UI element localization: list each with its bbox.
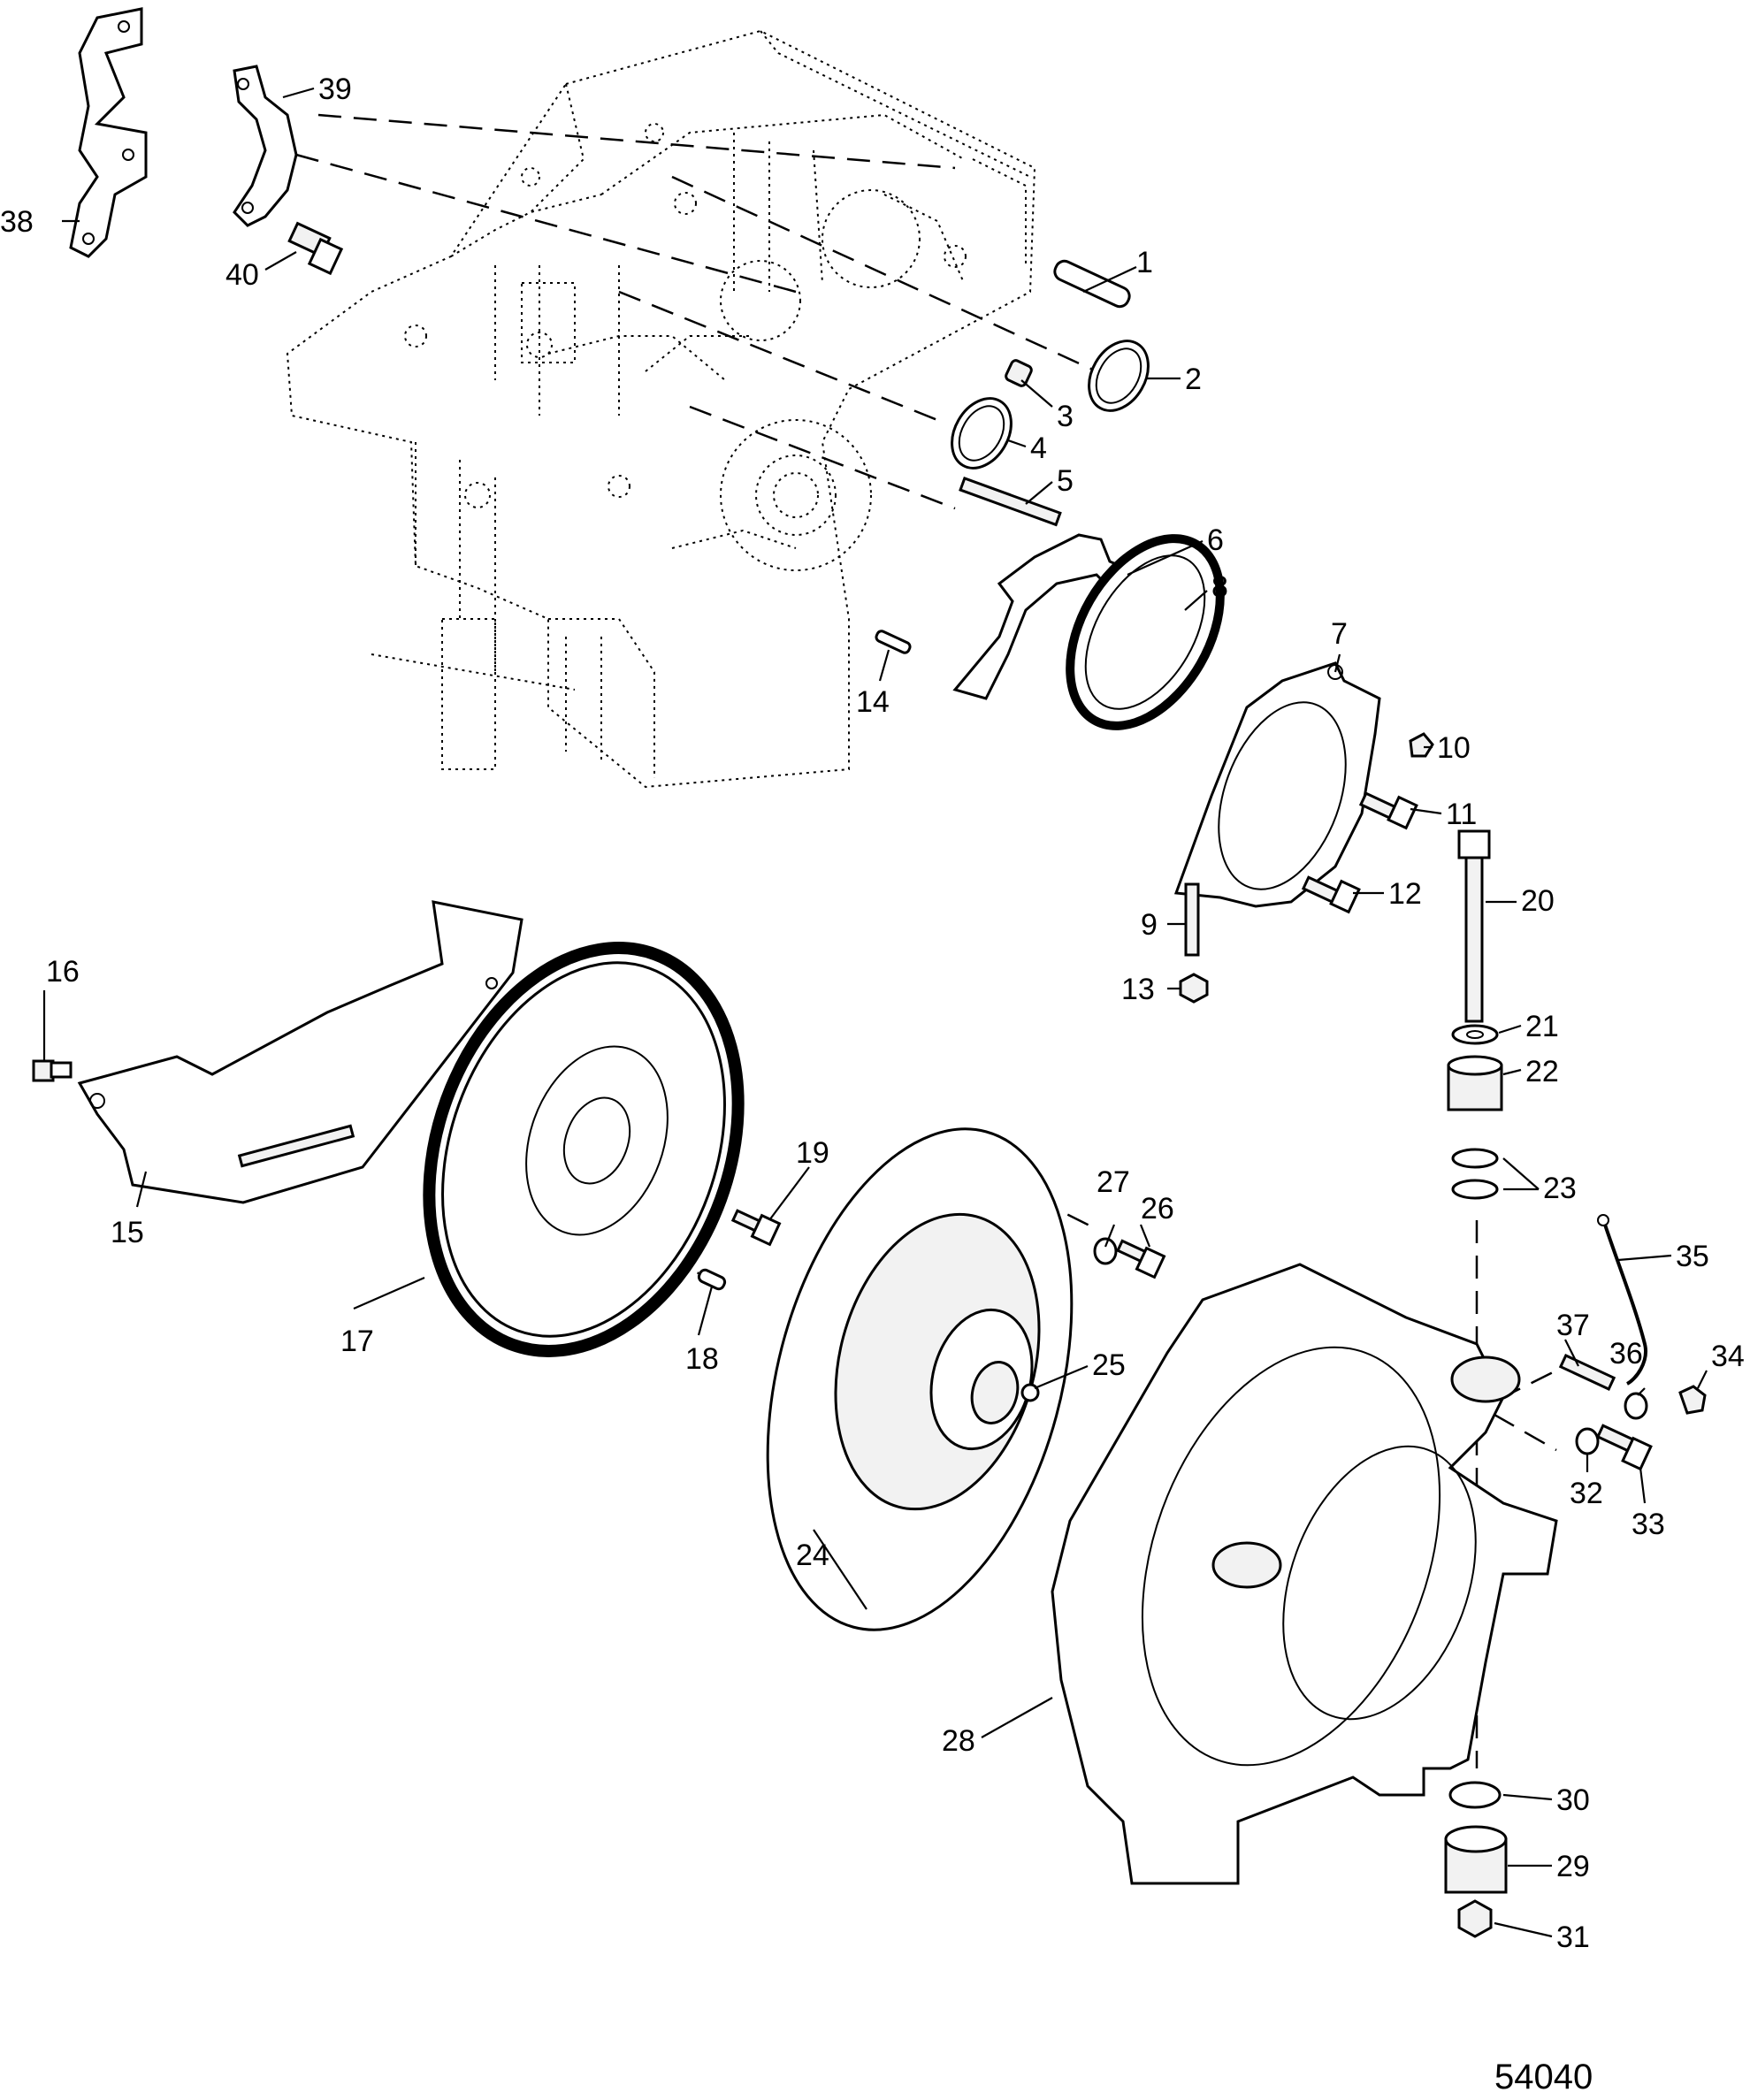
part-33-bolt [1595, 1424, 1653, 1471]
callout-29: 29 [1556, 1850, 1590, 1883]
callout-33: 33 [1632, 1508, 1665, 1541]
part-38-bracket [69, 7, 148, 258]
part-23-washers [1451, 1148, 1499, 1200]
part-12-bolt [1301, 875, 1361, 914]
callout-2: 2 [1185, 363, 1202, 396]
part-18-dowel [697, 1268, 727, 1291]
part-35-ground-strap [1597, 1214, 1647, 1386]
part-1-dowel-pin [1053, 259, 1131, 309]
callout-39: 39 [318, 73, 352, 106]
callout-7: 7 [1331, 617, 1348, 651]
part-29-mount [1444, 1825, 1508, 1894]
part-14-dowel [875, 630, 912, 654]
callout-15: 15 [111, 1216, 144, 1249]
callout-26: 26 [1141, 1192, 1174, 1226]
callout-31: 31 [1556, 1921, 1590, 1954]
part-25-grease-fitting [1020, 1383, 1040, 1402]
callout-19: 19 [796, 1136, 829, 1170]
callout-35: 35 [1676, 1240, 1709, 1273]
callout-30: 30 [1556, 1783, 1590, 1817]
part-4-ring [951, 397, 1013, 470]
callout-8: 8 [1211, 570, 1228, 604]
callout-25: 25 [1092, 1348, 1126, 1382]
callout-27: 27 [1097, 1165, 1130, 1199]
part-28-flywheel-housing [1051, 1263, 1558, 1885]
callout-10: 10 [1437, 731, 1471, 765]
part-31-nut [1457, 1899, 1493, 1938]
part-9-stud [1184, 882, 1200, 957]
callout-9: 9 [1141, 908, 1158, 942]
part-21-washer [1451, 1024, 1499, 1045]
part-32-washer [1575, 1427, 1600, 1455]
part-16-bolt [32, 1059, 73, 1082]
part-2-ring [1088, 340, 1150, 412]
callout-4: 4 [1030, 431, 1047, 465]
part-15-flywheel-cover [77, 900, 523, 1204]
part-3-plug [1005, 359, 1033, 387]
assembly-center-lines [295, 113, 1575, 1768]
callout-23: 23 [1543, 1172, 1577, 1205]
callout-37: 37 [1556, 1309, 1590, 1342]
part-37-stud [1558, 1353, 1616, 1392]
figure-number: 54040 [1494, 2058, 1593, 2096]
part-10-nut [1409, 732, 1434, 758]
callout-22: 22 [1525, 1055, 1559, 1088]
part-20-long-bolt [1457, 829, 1491, 1023]
callout-34: 34 [1711, 1340, 1745, 1373]
callout-32: 32 [1570, 1477, 1603, 1510]
callout-1: 1 [1136, 246, 1153, 279]
part-13-nut [1179, 973, 1209, 1004]
part-36-washer [1624, 1392, 1648, 1420]
callout-14: 14 [856, 685, 890, 719]
callout-3: 3 [1057, 400, 1074, 433]
callout-24: 24 [796, 1539, 829, 1572]
callout-5: 5 [1057, 464, 1074, 498]
part-34-nut [1678, 1385, 1707, 1415]
part-30-washer [1448, 1781, 1502, 1809]
callout-40: 40 [225, 258, 259, 292]
part-5-stud [959, 477, 1062, 527]
part-26-bolt [1116, 1239, 1166, 1279]
part-17-flywheel [423, 942, 745, 1357]
callout-11: 11 [1446, 798, 1477, 831]
part-11-bolt [1358, 791, 1418, 830]
callout-17: 17 [340, 1325, 374, 1358]
callout-12: 12 [1388, 877, 1422, 911]
callout-28: 28 [942, 1724, 975, 1758]
part-27-washer [1093, 1237, 1118, 1265]
callout-18: 18 [685, 1342, 719, 1376]
callout-21: 21 [1525, 1010, 1559, 1043]
part-40-bolt [287, 221, 344, 276]
callout-16: 16 [46, 955, 80, 989]
callout-labels: 1 2 3 4 5 6 7 8 9 10 11 12 13 14 15 16 1… [0, 73, 1745, 2096]
part-39-clamp [233, 65, 298, 227]
part-22-spacer [1447, 1055, 1503, 1111]
callout-36: 36 [1609, 1337, 1643, 1371]
engine-block-phantom-outline [286, 29, 1036, 789]
callout-20: 20 [1521, 884, 1555, 918]
part-24-drive-coupler [766, 1127, 1074, 1631]
part-7-seal-housing [1173, 661, 1381, 908]
callout-6: 6 [1207, 523, 1224, 557]
leader-lines [42, 87, 1708, 1938]
callout-13: 13 [1121, 973, 1155, 1006]
callout-38: 38 [0, 205, 34, 239]
